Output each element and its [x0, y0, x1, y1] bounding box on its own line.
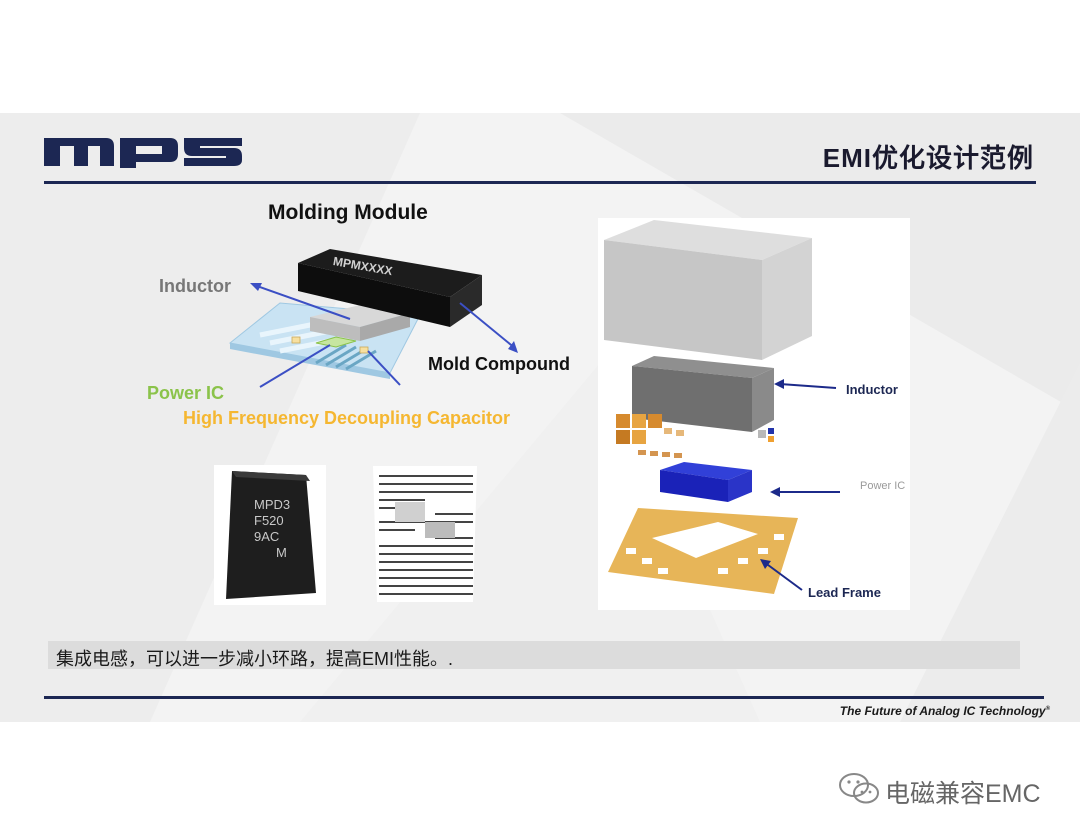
photo-marking-1: MPD3	[254, 497, 290, 512]
module-title: Molding Module	[268, 201, 428, 224]
watermark-text: 电磁兼容EMC	[885, 780, 1041, 808]
molding-module-diagram: MPMXXXX	[228, 249, 518, 388]
exploded-view-panel: Inductor Power IC Lead Frame	[598, 218, 910, 610]
label-hf-capacitor: High Frequency Decoupling Capacitor	[183, 408, 511, 428]
wechat-icon	[839, 773, 879, 804]
slide-background	[0, 113, 1080, 722]
footer-tagline: The Future of Analog IC Technology®	[840, 704, 1050, 718]
label-inductor: Inductor	[159, 276, 231, 296]
exploded-label-lead-frame: Lead Frame	[808, 585, 881, 600]
photo-marking-4: M	[276, 545, 287, 560]
chip-photo: MPD3 F520 9AC M	[214, 465, 326, 605]
xray-photo	[365, 462, 485, 615]
exploded-label-inductor: Inductor	[846, 382, 898, 397]
background-polygons	[0, 113, 1080, 722]
caption-text: 集成电感，可以进一步减小环路，提高EMI性能。.	[56, 649, 453, 669]
footer-tagline-text: The Future of Analog IC Technology	[839, 704, 1046, 718]
photo-marking-2: F520	[254, 513, 284, 528]
label-mold-compound: Mold Compound	[428, 354, 570, 374]
label-power-ic: Power IC	[147, 383, 225, 403]
mps-logo	[44, 138, 242, 168]
trademark: ®	[1045, 706, 1050, 712]
exploded-label-power-ic: Power IC	[860, 480, 906, 492]
footer-divider	[44, 696, 1044, 699]
header-divider	[44, 181, 1036, 184]
caption-bar: 集成电感，可以进一步减小环路，提高EMI性能。.	[48, 641, 1020, 669]
slide-title: EMI优化设计范例	[822, 143, 1034, 173]
photo-marking-3: 9AC	[254, 529, 279, 544]
